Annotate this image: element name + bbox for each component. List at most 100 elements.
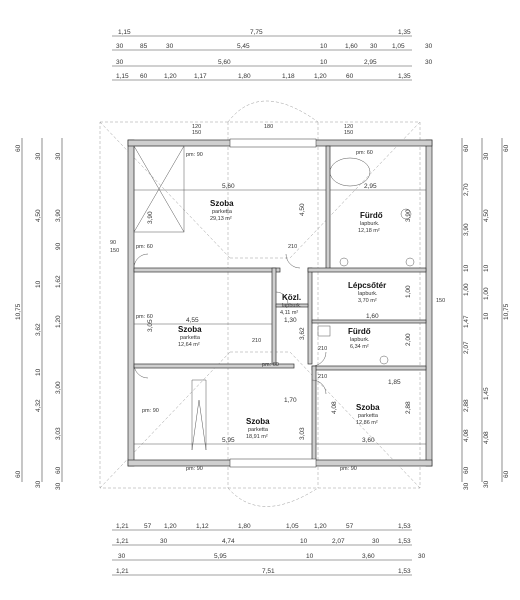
room-floor-szoba-3: parketta [248, 427, 269, 433]
dim-top-3-4: 30 [425, 59, 433, 66]
dim-right-i-0: 60 [463, 144, 470, 152]
dim-in-d5: 1,85 [388, 379, 401, 386]
dim-top-2-3: 5,45 [237, 43, 250, 50]
dim-top-4-4: 1,80 [238, 73, 251, 80]
tag-pm90b: pm: 90 [186, 466, 203, 472]
dim-in-szoba-br-h: 2,88 [405, 401, 412, 414]
dim-bot-4-2: 1,53 [398, 568, 411, 575]
bath-fixtures [317, 157, 415, 365]
dim-right-m-5: 1,45 [483, 387, 490, 400]
dim-left-o-2: 60 [15, 470, 22, 478]
dim-right-i-5: 1,47 [463, 315, 470, 328]
dim-in-d3: 1,70 [284, 397, 297, 404]
dim-in-szoba-big-h: 3,90 [147, 211, 154, 224]
dim-in-d4: 4,08 [331, 401, 338, 414]
dim-bot-1-8: 1,53 [398, 523, 411, 530]
dim-left-i-4: 1,20 [55, 315, 62, 328]
dim-in-d7: 1,60 [366, 313, 379, 320]
dim-bot-4-1: 7,51 [262, 568, 275, 575]
room-name-furdo-2: Fürdő [348, 327, 371, 336]
dim-top-2-6: 30 [370, 43, 378, 50]
dim-left-i-7: 60 [55, 466, 62, 474]
tag-w210c: 210 [318, 374, 327, 380]
dim-left-m-3: 3,62 [35, 323, 42, 336]
dim-left-i-5: 3,00 [55, 381, 62, 394]
bathtub-icon [329, 157, 371, 187]
dim-top-2-0: 30 [116, 43, 124, 50]
dim-bot-3-4: 30 [418, 553, 426, 560]
tag-w180: 180 [264, 124, 273, 130]
right-dimensions: 60 2,70 3,90 10 1,00 1,47 2,07 2,88 4,08… [461, 138, 510, 490]
room-area-szoba-2: 12,64 m² [178, 342, 200, 348]
room-floor-lepcsoter: lapburk. [358, 291, 378, 297]
dim-left-m-6: 30 [35, 480, 42, 488]
room-area-furdo-1: 12,18 m² [358, 228, 380, 234]
room-labels: Szoba parketta 29,13 m² Fürdő lapburk. 1… [178, 199, 386, 440]
dim-top-4-2: 1,20 [164, 73, 177, 80]
dim-left-i-0: 30 [55, 152, 62, 160]
tag-w150a: 150 [192, 130, 201, 136]
tag-w210b: 210 [252, 338, 261, 344]
tag-pm90d: pm: 90 [142, 408, 159, 414]
dim-top-1-2: 1,35 [398, 29, 411, 36]
tag-w120b: 120 [344, 124, 353, 130]
dim-bot-2-3: 10 [300, 538, 308, 545]
inner-dimensions: 5,60 2,95 3,90 3,90 4,50 4,55 3,05 1,30 … [134, 183, 426, 445]
dim-right-i-4: 1,00 [463, 283, 470, 296]
left-dimensions: 60 10,75 60 30 4,50 10 3,62 10 4,32 30 3… [15, 138, 63, 490]
tag-w150b: 150 [110, 248, 119, 254]
dim-right-i-7: 2,88 [463, 399, 470, 412]
dim-left-i-1: 3,90 [55, 209, 62, 222]
room-floor-szoba-4: parketta [358, 413, 379, 419]
dim-bot-3-0: 30 [118, 553, 126, 560]
dim-top-4-0: 1,15 [116, 73, 129, 80]
dim-left-m-1: 4,50 [35, 209, 42, 222]
dim-top-1-0: 1,15 [118, 29, 131, 36]
stair-symbol [133, 145, 207, 451]
dim-in-szoba-big-w: 5,60 [222, 183, 235, 190]
dim-in-furdo-w: 2,95 [364, 183, 377, 190]
dim-bot-1-4: 1,80 [238, 523, 251, 530]
dim-in-kozl-h: 3,62 [299, 327, 306, 340]
room-floor-szoba-1: parketta [212, 209, 233, 215]
room-area-furdo-2: 6,34 m² [350, 344, 369, 350]
room-name-lepcsoter: Lépcsőtér [348, 281, 386, 290]
dim-top-4-6: 1,20 [314, 73, 327, 80]
room-area-szoba-1: 29,13 m² [210, 216, 232, 222]
dim-top-2-8: 30 [425, 43, 433, 50]
dim-right-m-6: 4,08 [483, 431, 490, 444]
sink-icon [405, 257, 415, 267]
dim-right-m-1: 4,50 [483, 209, 490, 222]
dim-top-4-8: 1,35 [398, 73, 411, 80]
tag-w150c: 150 [436, 298, 445, 304]
room-floor-furdo-2: lapburk. [350, 337, 370, 343]
dim-right-i-6: 2,07 [463, 341, 470, 354]
dim-bot-1-1: 57 [144, 523, 152, 530]
dim-left-m-5: 4,32 [35, 399, 42, 412]
room-name-szoba-1: Szoba [210, 199, 234, 208]
tag-pm60b: pm: 60 [136, 244, 153, 250]
dim-top-2-4: 10 [320, 43, 328, 50]
dim-bot-2-0: 1,21 [116, 538, 129, 545]
room-area-szoba-4: 12,86 m² [356, 420, 378, 426]
dim-right-i-3: 10 [463, 264, 470, 272]
dim-bot-2-1: 30 [160, 538, 168, 545]
tag-pm60a: pm: 60 [356, 150, 373, 156]
tag-w90: 90 [110, 240, 116, 246]
dim-bot-4-0: 1,21 [116, 568, 129, 575]
dim-top-1-1: 7,75 [250, 29, 263, 36]
dim-bot-3-2: 10 [306, 553, 314, 560]
openings [133, 138, 327, 468]
dim-in-furdo-h: 3,90 [405, 209, 412, 222]
dim-in-d8: 1,00 [405, 285, 412, 298]
bottom-dimensions: 1,21 57 1,20 1,12 1,80 1,05 1,20 57 1,53… [112, 523, 426, 576]
dim-top-2-7: 1,05 [392, 43, 405, 50]
dim-top-4-3: 1,17 [194, 73, 207, 80]
dim-bot-3-3: 3,60 [362, 553, 375, 560]
dim-top-3-2: 10 [320, 59, 328, 66]
shower-icon [317, 325, 331, 337]
dim-left-o-0: 60 [15, 144, 22, 152]
dim-in-kozl-w: 1,30 [284, 317, 297, 324]
room-area-lepcsoter: 3,70 m² [358, 298, 377, 304]
